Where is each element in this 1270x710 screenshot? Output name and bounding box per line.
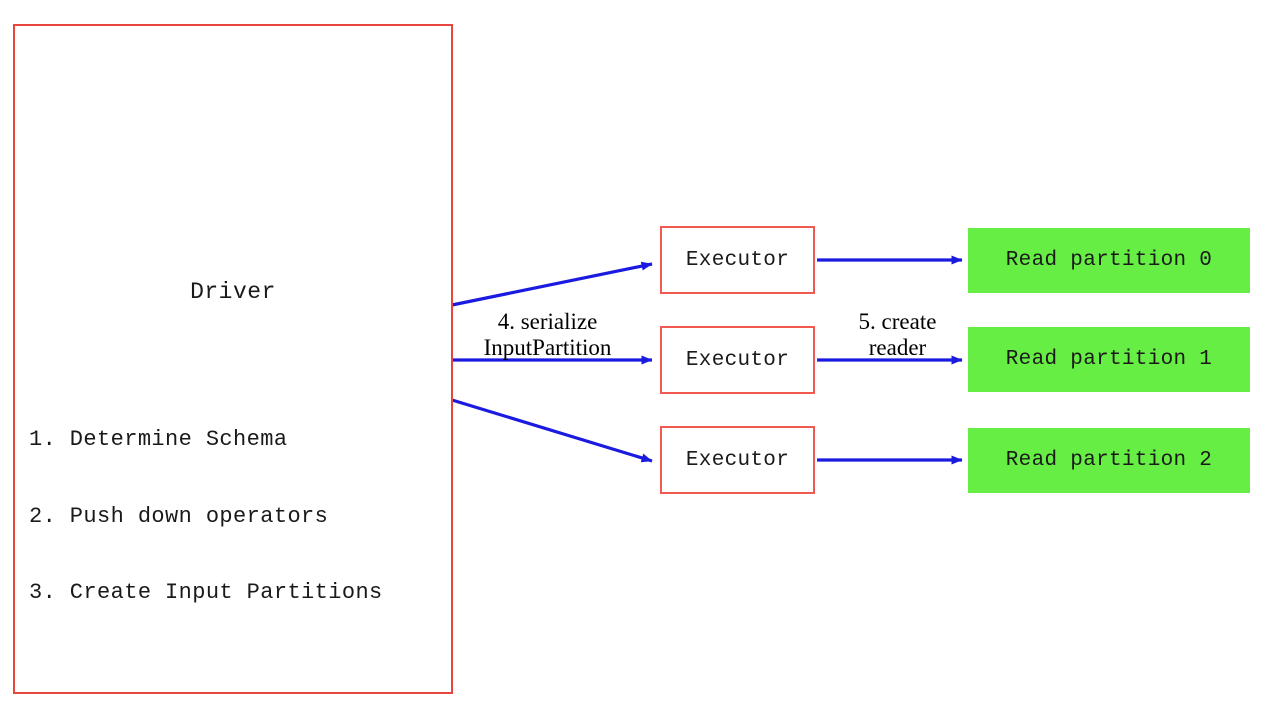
executor-box-0: Executor <box>660 226 815 294</box>
driver-step-1: 1. Determine Schema <box>29 427 288 452</box>
edge-label-create-reader-line2: reader <box>868 335 927 360</box>
executor-box-2: Executor <box>660 426 815 494</box>
edge-label-create-reader-line1: 5. create <box>858 309 937 334</box>
executor-box-1: Executor <box>660 326 815 394</box>
driver-box: Driver 1. Determine Schema 2. Push down … <box>13 24 453 694</box>
driver-step-2: 2. Push down operators <box>29 503 329 529</box>
edge-label-serialize-line2: InputPartition <box>483 335 612 360</box>
edge-label-serialize: 4. serialize InputPartition <box>455 309 640 361</box>
edge-label-create-reader: 5. create reader <box>825 309 970 361</box>
partition-box-1: Read partition 1 <box>968 327 1250 392</box>
driver-step-3: 3. Create Input Partitions <box>29 580 383 605</box>
driver-title: Driver <box>190 279 276 305</box>
edge-label-serialize-line1: 4. serialize <box>497 309 598 334</box>
arrow-driver-to-executor-0 <box>451 261 653 307</box>
partition-box-2: Read partition 2 <box>968 428 1250 493</box>
driver-steps-list: 1. Determine Schema 2. Push down operato… <box>29 376 383 657</box>
partition-box-0: Read partition 0 <box>968 228 1250 293</box>
arrow-driver-to-executor-2 <box>451 398 653 463</box>
